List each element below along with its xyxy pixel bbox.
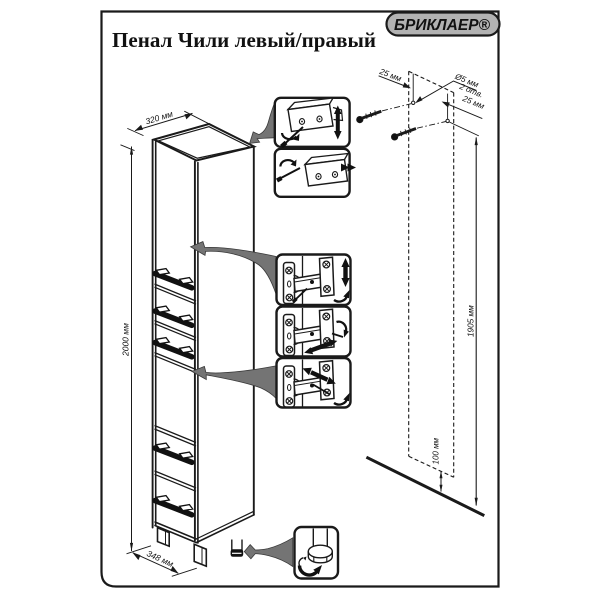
svg-text:1905 мм: 1905 мм [467,305,476,337]
svg-text:2000 мм: 2000 мм [121,323,131,357]
svg-text:Пенал Чили левый/правый: Пенал Чили левый/правый [112,28,376,52]
svg-text:100 мм: 100 мм [432,437,441,464]
svg-text:БРИКЛАЕР®: БРИКЛАЕР® [394,17,491,34]
